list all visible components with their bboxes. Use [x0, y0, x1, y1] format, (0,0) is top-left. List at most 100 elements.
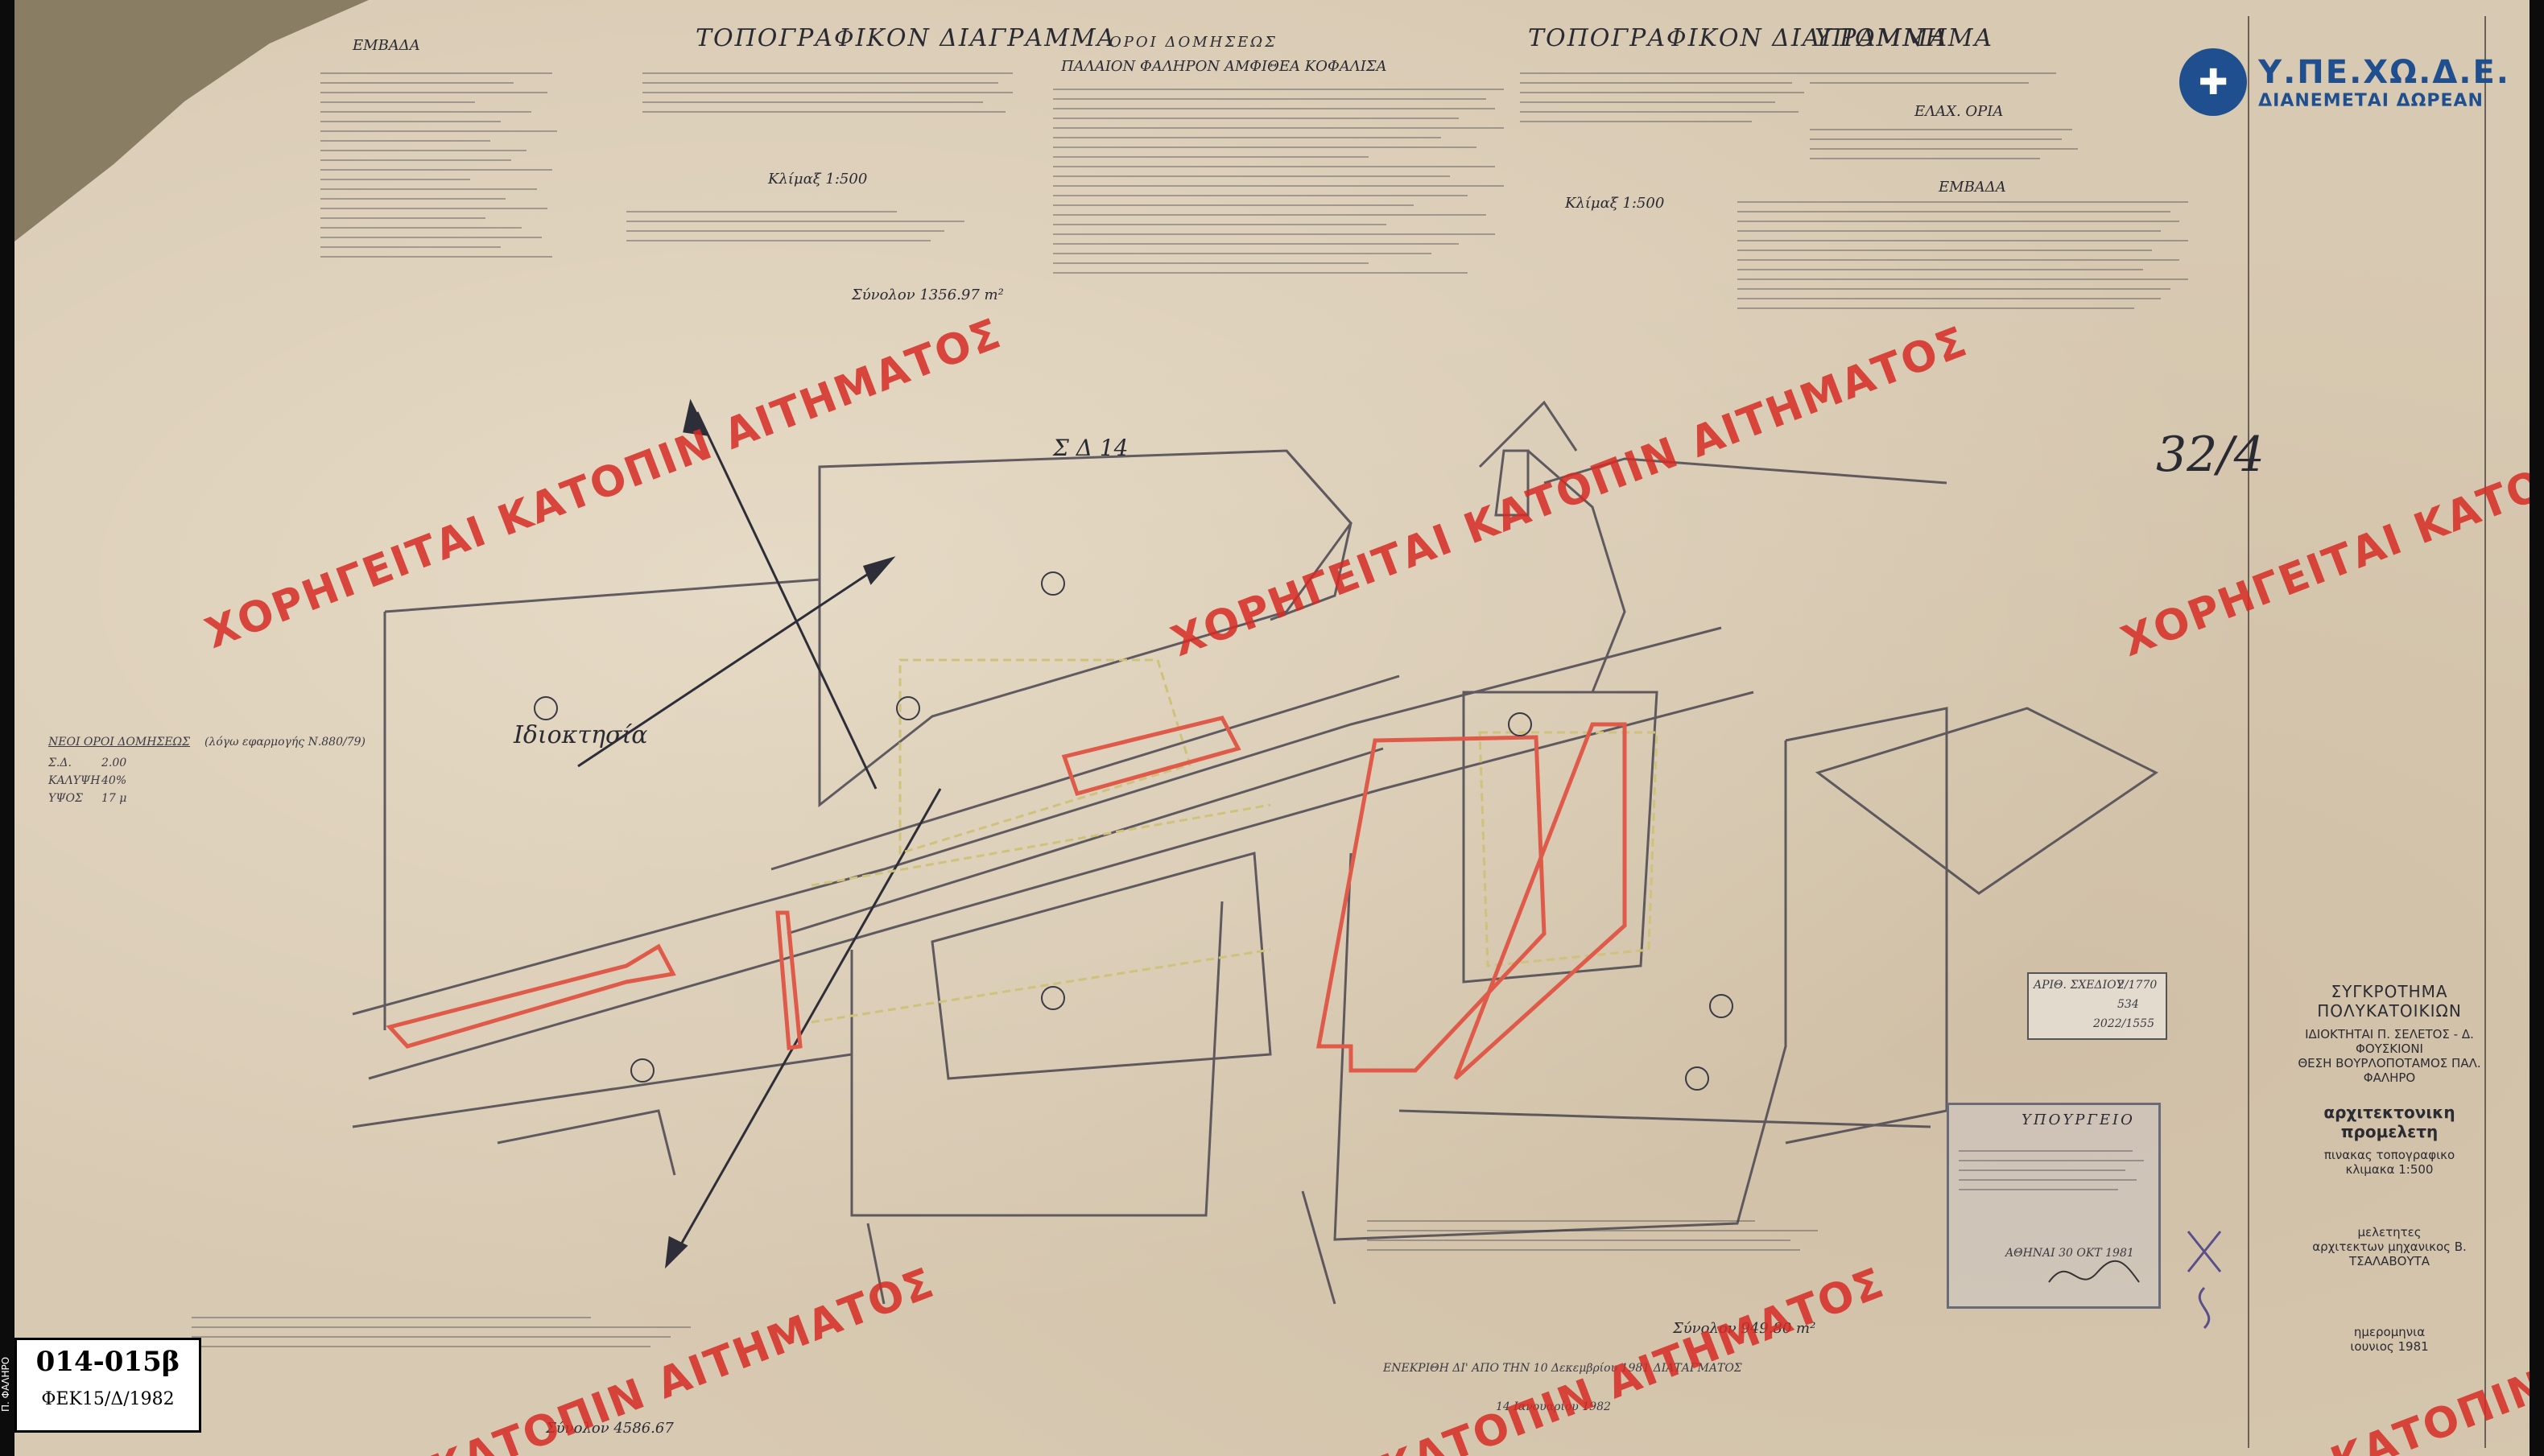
parcel-marker-7	[630, 1058, 655, 1083]
elax-entries	[1810, 121, 2084, 167]
height-value: 17 μ	[101, 792, 127, 805]
red-boundary-right-a	[1315, 735, 1547, 1073]
parcel-marker-3	[896, 696, 920, 720]
sheet-code: 014-015β	[35, 1346, 180, 1378]
yellow-line-4	[1478, 731, 1658, 967]
heading-topo-1: ΤΟΠΟΓΡΑΦΙΚΟΝ ΔΙΑΓΡΑΜΜΑ	[696, 24, 1117, 52]
project-line-1: ΣΥΓΚΡΟΤΗΜΑ	[2331, 982, 2448, 1001]
sheet-fek: ΦΕΚ15/Δ/1982	[41, 1389, 175, 1409]
sd-value: 2.00	[101, 757, 127, 769]
calc-bottom-right	[1367, 1212, 1818, 1259]
red-boundary-left	[386, 943, 676, 1049]
coverage-value: 40%	[101, 774, 127, 787]
heading-topo-2: ΤΟΠΟΓΡΑΦΙΚΟΝ ΔΙΑΓΡΑΜΜΑ	[1528, 24, 1949, 52]
stamp-title: ΥΠΟΥΡΓΕΙΟ	[2022, 1112, 2135, 1128]
block-bottom-center	[850, 901, 1224, 1217]
street-right-bottom	[1398, 1109, 1931, 1128]
street-edge-3	[770, 674, 1400, 871]
topo-1-notes	[642, 64, 1013, 121]
corner-top	[1478, 400, 1578, 468]
drawing-scale: κλιμακα 1:500	[2345, 1162, 2434, 1177]
sheet-reference: 32/4	[2156, 427, 2265, 483]
north-arrow-shaft	[696, 411, 878, 790]
title-block: ΣΥΓΚΡΟΤΗΜΑ ΠΟΛΥΚΑΤΟΙΚΙΩΝ ΙΔΙΟΚΤΗΤΑΙ Π. Σ…	[2285, 982, 2494, 1354]
yellow-line-2	[811, 803, 1271, 887]
yellow-line-3	[811, 948, 1271, 1024]
new-terms-law: (λόγω εφαρμογής Ν.880/79)	[204, 736, 365, 749]
parcel-marker-5	[1508, 712, 1532, 736]
ministry-logo: ✚ Υ.ΠΕ.ΧΩ.Δ.Ε. ΔΙΑΝΕΜΕΤΑΙ ΔΩΡΕΑΝ	[2179, 48, 2510, 116]
logo-line-2: ΔΙΑΝΕΜΕΤΑΙ ΔΩΡΕΑΝ	[2258, 90, 2484, 111]
designer-names: αρχιτεκτων μηχανικος Β. ΤΣΑΛΑΒΟΥΤΑ	[2312, 1239, 2467, 1268]
handwritten-signature	[2187, 1231, 2222, 1330]
street-bottom-1	[866, 1223, 886, 1305]
axis-arrow-upper-head	[862, 556, 896, 585]
legend-entries	[1810, 64, 2084, 92]
signature-mark	[2048, 1260, 2140, 1283]
coverage-label: ΚΑΛΥΨΗ	[48, 774, 101, 787]
block-left-top	[384, 578, 821, 805]
project-line-2: ΠΟΛΥΚΑΤΟΙΚΙΩΝ	[2317, 1001, 2462, 1021]
north-arrow-head	[683, 398, 709, 436]
scale-2: Κλίμαξ 1:500	[1565, 195, 1665, 212]
archive-label: ΑΡΙΘ. ΣΧΕΔΙΟΥ	[2034, 979, 2124, 992]
zone-label: Σ Δ 14	[1053, 435, 1129, 461]
red-boundary-right-b	[1453, 722, 1627, 1080]
heading-terms-sub: ΠΑΛΑΙΟΝ ΦΑΛΗΡΟΝ ΑΜΦΙΘΕΑ ΚΟΦΑΛΙΣΑ	[1061, 58, 1387, 75]
block-far-right	[1785, 707, 1948, 1145]
parcel-marker-6	[1709, 994, 1733, 1018]
heading-terms: ΟΡΟΙ ΔΟΜΗΣΕΩΣ	[1109, 34, 1278, 51]
total-2: Σύνολον 4586.67	[546, 1420, 674, 1437]
yellow-line-1	[898, 658, 1191, 856]
new-terms-heading: ΝΕΟΙ ΟΡΟΙ ΔΟΜΗΣΕΩΣ	[48, 736, 191, 749]
designers-label: μελετητες	[2357, 1225, 2422, 1239]
archive-file: 534	[2117, 998, 2139, 1011]
heading-emvada-right: ΕΜΒΑΔΑ	[1939, 179, 2006, 196]
parcel-marker-2	[1041, 571, 1065, 596]
archive-number-box: ΑΡΙΘ. ΣΧΕΔΙΟΥ 2/1770 534 2022/1555	[2027, 972, 2167, 1040]
red-boundary-central	[1061, 716, 1241, 797]
red-boundary-thin	[775, 910, 803, 1050]
parcel-marker-8	[1685, 1066, 1709, 1091]
area-table-right	[1737, 193, 2188, 317]
heading-legend: ΥΠΟΜΝΗΜΑ	[1815, 24, 1994, 52]
street-bottom-2	[1301, 1190, 1336, 1305]
parcel-marker-1	[534, 696, 558, 720]
heading-emvada-left: ΕΜΒΑΔΑ	[353, 37, 420, 54]
sheet-code-label: 014-015β ΦΕΚ15/Δ/1982	[14, 1338, 201, 1433]
terms-text	[1053, 80, 1504, 282]
total-3: Σύνολον 949.80 m²	[1673, 1320, 1816, 1337]
axis-arrow-lower-head	[665, 1235, 688, 1269]
block-right	[1333, 740, 1787, 1241]
block-right-inner	[1462, 691, 1658, 984]
logo-line-1: Υ.ΠΕ.ΧΩ.Δ.Ε.	[2258, 53, 2510, 91]
calc-1	[626, 203, 964, 250]
block-top-right-edge	[1270, 450, 1353, 621]
approval-line-1: ΕΝΕΚΡΙΘΗ ΔΙ' ΑΠΟ ΤΗΝ 10 Δεκεμβρίου 1981 …	[1383, 1362, 1742, 1375]
scale-1: Κλίμαξ 1:500	[768, 171, 868, 188]
block-bottom-left-small	[497, 1109, 676, 1176]
topographic-plan-sheet: ΕΜΒΑΔΑ ΤΟΠΟΓΡΑΦΙΚΟΝ ΔΙΑΓΡΑΜΜΑ Κλίμαξ 1:5…	[14, 0, 2530, 1456]
plan-linework	[352, 398, 2158, 1305]
ministry-stamp: ΥΠΟΥΡΓΕΙΟ ΑΘΗΝΑΙ 30 ΟΚΤ 1981	[1947, 1103, 2161, 1309]
street-bottom-left	[352, 1053, 853, 1128]
date-label: ημερομηνια	[2353, 1325, 2426, 1339]
top-right-street	[1543, 457, 1947, 485]
stamp-date: ΑΘΗΝΑΙ 30 ΟΚΤ 1981	[2005, 1247, 2134, 1260]
drawing-type: πινακας τοπογραφικο	[2323, 1148, 2455, 1162]
date-value: ιουνιος 1981	[2350, 1339, 2429, 1354]
location-side-label: Π. ΦΑΛΗΡΟ	[0, 1356, 11, 1413]
height-label: ΥΨΟΣ	[48, 792, 83, 805]
street-edge-1	[352, 626, 1722, 1016]
total-1: Σύνολον 1356.97 m²	[852, 287, 1004, 303]
area-table-left	[320, 64, 578, 266]
ownership-label: Ιδιοκτησία	[514, 721, 648, 749]
archive-number: 2/1770	[2117, 979, 2158, 992]
axis-arrow-upper	[577, 562, 885, 768]
frame-line-right	[2484, 16, 2486, 1448]
sd-label: Σ.Δ.	[48, 757, 72, 769]
street-edge-4	[787, 747, 1384, 935]
heading-elax: ΕΛΑΧ. ΟΡΙΑ	[1914, 103, 2004, 120]
project-location: ΘΕΣΗ ΒΟΥΡΛΟΠΟΤΑΜΟΣ ΠΑΛ. ΦΑΛΗΡΟ	[2298, 1056, 2481, 1085]
stamp-text	[1959, 1142, 2144, 1198]
